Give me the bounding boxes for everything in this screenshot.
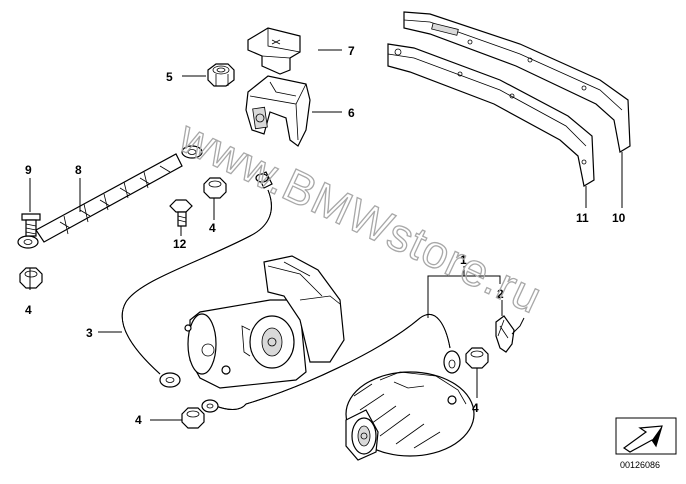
part-10-rail	[403, 11, 631, 153]
callout-4-left: 4	[25, 303, 32, 317]
part-6-holder	[245, 75, 311, 147]
callout-9: 9	[25, 163, 32, 177]
callout-10: 10	[612, 211, 626, 225]
part-2-connector	[495, 315, 525, 353]
watermark-text: www.BMWstore.ru	[171, 110, 550, 324]
part-4-nut-left	[19, 267, 43, 289]
part-9-screw	[21, 213, 41, 237]
starter-motor	[184, 255, 345, 389]
callout-12: 12	[173, 237, 187, 251]
callout-5: 5	[166, 70, 173, 84]
callout-6: 6	[348, 106, 355, 120]
callout-8: 8	[75, 163, 82, 177]
callout-3: 3	[86, 326, 93, 340]
callout-4-right: 4	[472, 401, 479, 415]
part-3-cable	[121, 171, 461, 413]
part-8-ground-strap	[17, 145, 203, 249]
part-7-bracket	[247, 27, 301, 75]
part-4-nut-bottom	[181, 407, 205, 429]
part-12-bolt	[169, 199, 193, 227]
part-4-nut-center	[203, 177, 227, 199]
callout-7: 7	[348, 44, 355, 58]
part-5-nut	[207, 63, 235, 87]
alternator	[345, 371, 475, 461]
callout-4-bottom: 4	[135, 413, 142, 427]
callout-labels: 1 2 3 4 4 4 4 5 6 7 8 9 10 11 12	[25, 44, 626, 427]
document-number: 00126086	[620, 460, 660, 470]
callout-4-center: 4	[209, 221, 216, 235]
leader-lines	[29, 49, 623, 421]
callout-1: 1	[460, 253, 467, 267]
part-4-nut-right	[465, 347, 489, 369]
callout-2: 2	[497, 287, 504, 301]
part-11-rail	[387, 43, 595, 187]
callout-11: 11	[576, 211, 589, 225]
arrow-next-icon[interactable]	[615, 417, 677, 455]
